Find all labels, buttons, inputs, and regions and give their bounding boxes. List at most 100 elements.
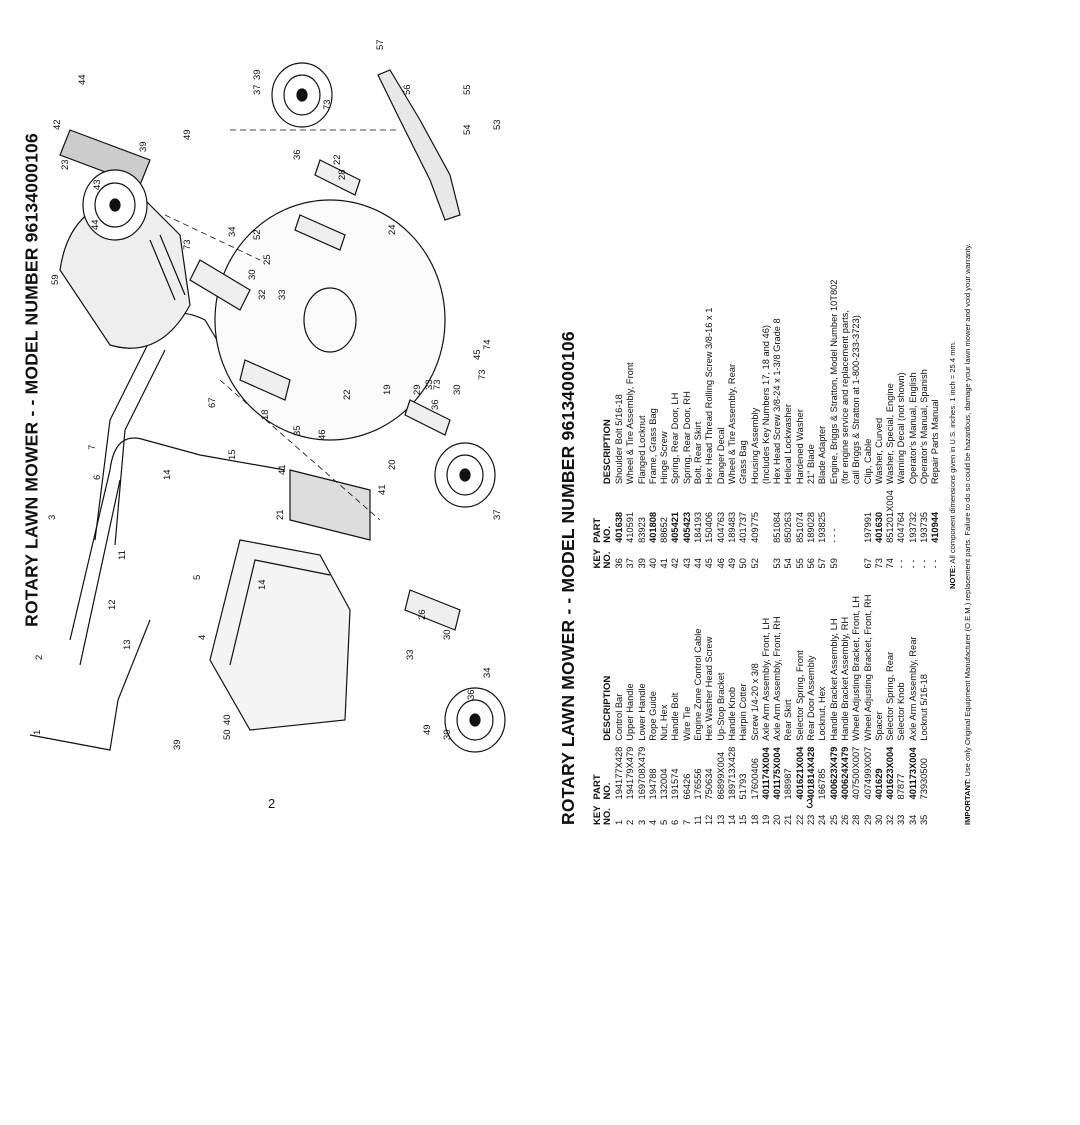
part-no-cell: 191574 — [670, 768, 681, 800]
part-no-cell: 400623X479 — [828, 746, 839, 800]
part-no-cell — [761, 484, 772, 543]
description-cell: Engine, Briggs & Stratton, Model Number … — [828, 279, 839, 485]
callout-number: 74 — [482, 339, 493, 350]
key-no-cell: 22 — [794, 814, 805, 825]
exploded-parts-diagram: 1234567111213141415181920212222232425262… — [29, 39, 506, 753]
callout-number: 29 — [412, 384, 423, 395]
description-cell: Selector Spring, Front — [794, 650, 805, 741]
callout-number: 1 — [32, 730, 43, 735]
blade-shape — [377, 69, 461, 221]
part-no-cell: 401629 — [873, 768, 884, 800]
callout-number: 53 — [492, 119, 503, 130]
key-no-cell: 12 — [704, 814, 715, 825]
note-text: NOTE: All component dimensions given in … — [947, 341, 957, 589]
callout-number: 46 — [317, 429, 328, 440]
callout-number: 36 — [466, 689, 477, 700]
description-cell: Selector Knob — [896, 682, 907, 741]
part-no-cell: 86899X004 — [715, 751, 726, 800]
key-no-cell: 44 — [693, 558, 704, 569]
callout-number: 40 — [222, 714, 233, 725]
grass-bag-shape — [209, 539, 351, 731]
key-no-header: KEY NO. — [592, 548, 613, 569]
key-no-cell: 67 — [862, 558, 873, 569]
callout-number: 4 — [197, 635, 208, 640]
part-no-cell: 401623X004 — [885, 746, 896, 800]
callout-number: 22 — [332, 154, 343, 165]
part-no-cell: 189483 — [726, 511, 737, 543]
callout-number: 44 — [77, 74, 88, 85]
callout-number: 37 — [492, 509, 503, 520]
description-cell: Upper Handle — [625, 683, 636, 741]
callout-number: 24 — [387, 224, 398, 235]
key-no-cell: 49 — [726, 558, 737, 569]
callout-number: 45 — [472, 349, 483, 360]
description-cell: Operator's Manual, English — [907, 372, 918, 485]
description-cell: Axle Arm Assembly, Front, RH — [772, 616, 783, 741]
part-no-cell: 405421 — [670, 511, 681, 543]
part-no-cell: 401630 — [873, 511, 884, 543]
callout-number: 54 — [462, 124, 473, 135]
callout-number: 57 — [375, 39, 386, 50]
callout-number: 33 — [424, 379, 435, 390]
wheel-rear-left — [82, 169, 148, 241]
key-no-cell: 54 — [783, 558, 794, 569]
part-no-cell: 73930500 — [919, 758, 930, 800]
callout-number: 36 — [292, 149, 303, 160]
callout-number: 56 — [402, 84, 413, 95]
part-no-cell: 184193 — [693, 511, 704, 543]
description-cell: Screw 1/4-20 x 3/8 — [749, 663, 760, 741]
description-cell: Hinge Screw — [659, 431, 670, 485]
callout-number: 73 — [182, 239, 193, 250]
key-no-cell: 1 — [614, 819, 624, 825]
key-no-cell: 33 — [896, 814, 907, 825]
description-cell: Spring, Rear Door, RH — [681, 391, 692, 485]
key-no-cell: 30 — [873, 814, 884, 825]
part-no-cell: 193825 — [817, 511, 828, 543]
part-no-cell — [840, 484, 851, 543]
callout-number: 34 — [482, 667, 493, 678]
callout-number: 33 — [277, 289, 288, 300]
key-no-cell: 59 — [828, 558, 839, 569]
description-cell: Lower Handle — [636, 683, 647, 741]
part-no-cell: 194179X479 — [625, 746, 636, 800]
part-no-cell: 750634 — [704, 768, 715, 800]
part-no-cell: 404764 — [896, 511, 907, 543]
part-no-cell: 194177X428 — [614, 746, 624, 800]
description-cell: Control Bar — [614, 693, 624, 741]
key-no-cell: 18 — [749, 814, 760, 825]
description-cell: Frame, Grass Bag — [647, 408, 658, 485]
callout-number: 32 — [257, 289, 268, 300]
callout-number: 11 — [117, 550, 128, 560]
description-cell: Washer, Curved — [873, 417, 884, 485]
description-cell: Hex Washer Head Screw — [704, 636, 715, 741]
part-no-cell: 66426 — [681, 773, 692, 800]
parts-row: 1 194177X428 Control Bar — [614, 588, 625, 825]
callout-number: 44 — [90, 219, 101, 230]
description-cell: Engine Zone Control Cable — [693, 628, 704, 741]
callout-number: 49 — [182, 129, 193, 140]
part-no-cell: 404763 — [715, 511, 726, 543]
part-no-cell: 193735 — [919, 511, 930, 543]
part-no-cell: 401174X004 — [760, 747, 771, 800]
callout-number: 30 — [442, 629, 453, 640]
